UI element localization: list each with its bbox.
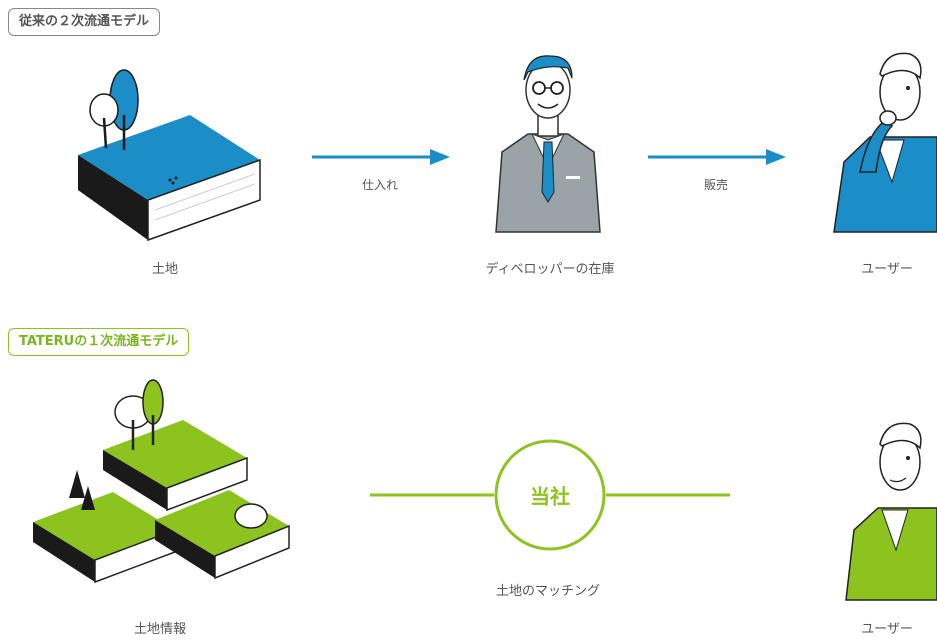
land-label: 土地	[151, 262, 179, 277]
purchase-label: 仕入れ	[361, 178, 399, 192]
developer-label: ディベロッパーの在庫	[485, 262, 615, 277]
user-illustration-blue	[833, 52, 937, 233]
user-illustration-green	[845, 422, 937, 601]
sale-label: 販売	[703, 178, 729, 192]
land-block-illustration	[78, 69, 261, 242]
user-label-traditional: ユーザー	[861, 262, 913, 277]
developer-illustration	[495, 55, 601, 233]
purchase-arrow	[312, 149, 450, 165]
matching-label: 土地のマッチング	[495, 584, 601, 599]
land-info-label: 土地情報	[133, 622, 187, 637]
tateru-model-title: TATERUの１次流通モデル	[8, 328, 190, 356]
land-info-illustration	[33, 379, 290, 584]
traditional-model-title: 従来の２次流通モデル	[8, 8, 161, 36]
matching-connector	[370, 439, 730, 551]
user-label-tateru: ユーザー	[861, 622, 913, 637]
sale-arrow	[648, 149, 786, 165]
company-label: 当社	[530, 484, 570, 509]
